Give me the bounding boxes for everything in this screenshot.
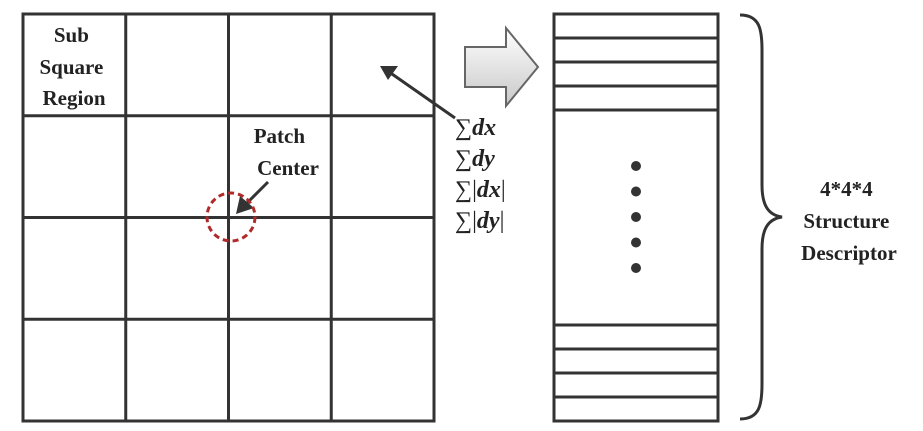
gradient-sum-formulas: ∑dx∑dy∑|dx|∑|dy|	[455, 115, 506, 234]
sum-symbol: ∑	[455, 146, 472, 172]
formula-variable: dy	[472, 146, 495, 172]
patch-center-line-1: Patch	[254, 124, 306, 148]
formula-line: ∑dx	[455, 115, 496, 141]
ellipsis-dot	[631, 237, 641, 248]
descriptor-label-line-3: Descriptor	[801, 241, 897, 265]
formula-variable: dy	[477, 208, 500, 234]
formula-line: ∑|dx|	[455, 177, 506, 203]
right-brace-icon	[739, 13, 783, 421]
sum-symbol: ∑	[455, 177, 472, 203]
descriptor-vector	[552, 12, 720, 423]
abs-bar-left: |	[472, 177, 477, 203]
patch-grid	[21, 12, 436, 423]
descriptor-label-line-1: 4*4*4	[820, 177, 873, 201]
sub-square-region-label: Sub Square Region	[39, 23, 108, 110]
sub-square-region-line-2: Square	[39, 55, 103, 79]
descriptor-label-line-2: Structure	[803, 209, 889, 233]
formula-line: ∑dy	[455, 146, 495, 172]
patch-center-circle	[205, 191, 257, 243]
ellipsis-dot	[631, 263, 641, 273]
formula-variable: dx	[472, 115, 496, 141]
ellipsis-dot	[631, 186, 641, 197]
sub-square-region-line-1: Sub	[54, 23, 89, 47]
sub-region-pointer-arrow-icon	[380, 66, 456, 120]
sum-symbol: ∑	[455, 208, 472, 234]
abs-bar-right: |	[500, 208, 505, 234]
descriptor-label: 4*4*4 Structure Descriptor	[801, 177, 897, 265]
descriptor-border	[552, 12, 720, 423]
sum-symbol: ∑	[455, 115, 472, 141]
abs-bar-left: |	[472, 208, 477, 234]
abs-bar-right: |	[501, 177, 506, 203]
formula-variable: dx	[477, 177, 501, 203]
patch-center-pointer-arrow-icon	[236, 180, 270, 214]
block-arrow-right-icon	[464, 25, 540, 109]
patch-center-label: Patch Center	[254, 124, 319, 180]
patch-center-line-2: Center	[257, 156, 319, 180]
ellipsis-dot	[631, 212, 641, 222]
formula-line: ∑|dy|	[455, 208, 504, 234]
ellipsis-dot	[631, 161, 641, 171]
sub-square-region-line-3: Region	[43, 86, 106, 110]
